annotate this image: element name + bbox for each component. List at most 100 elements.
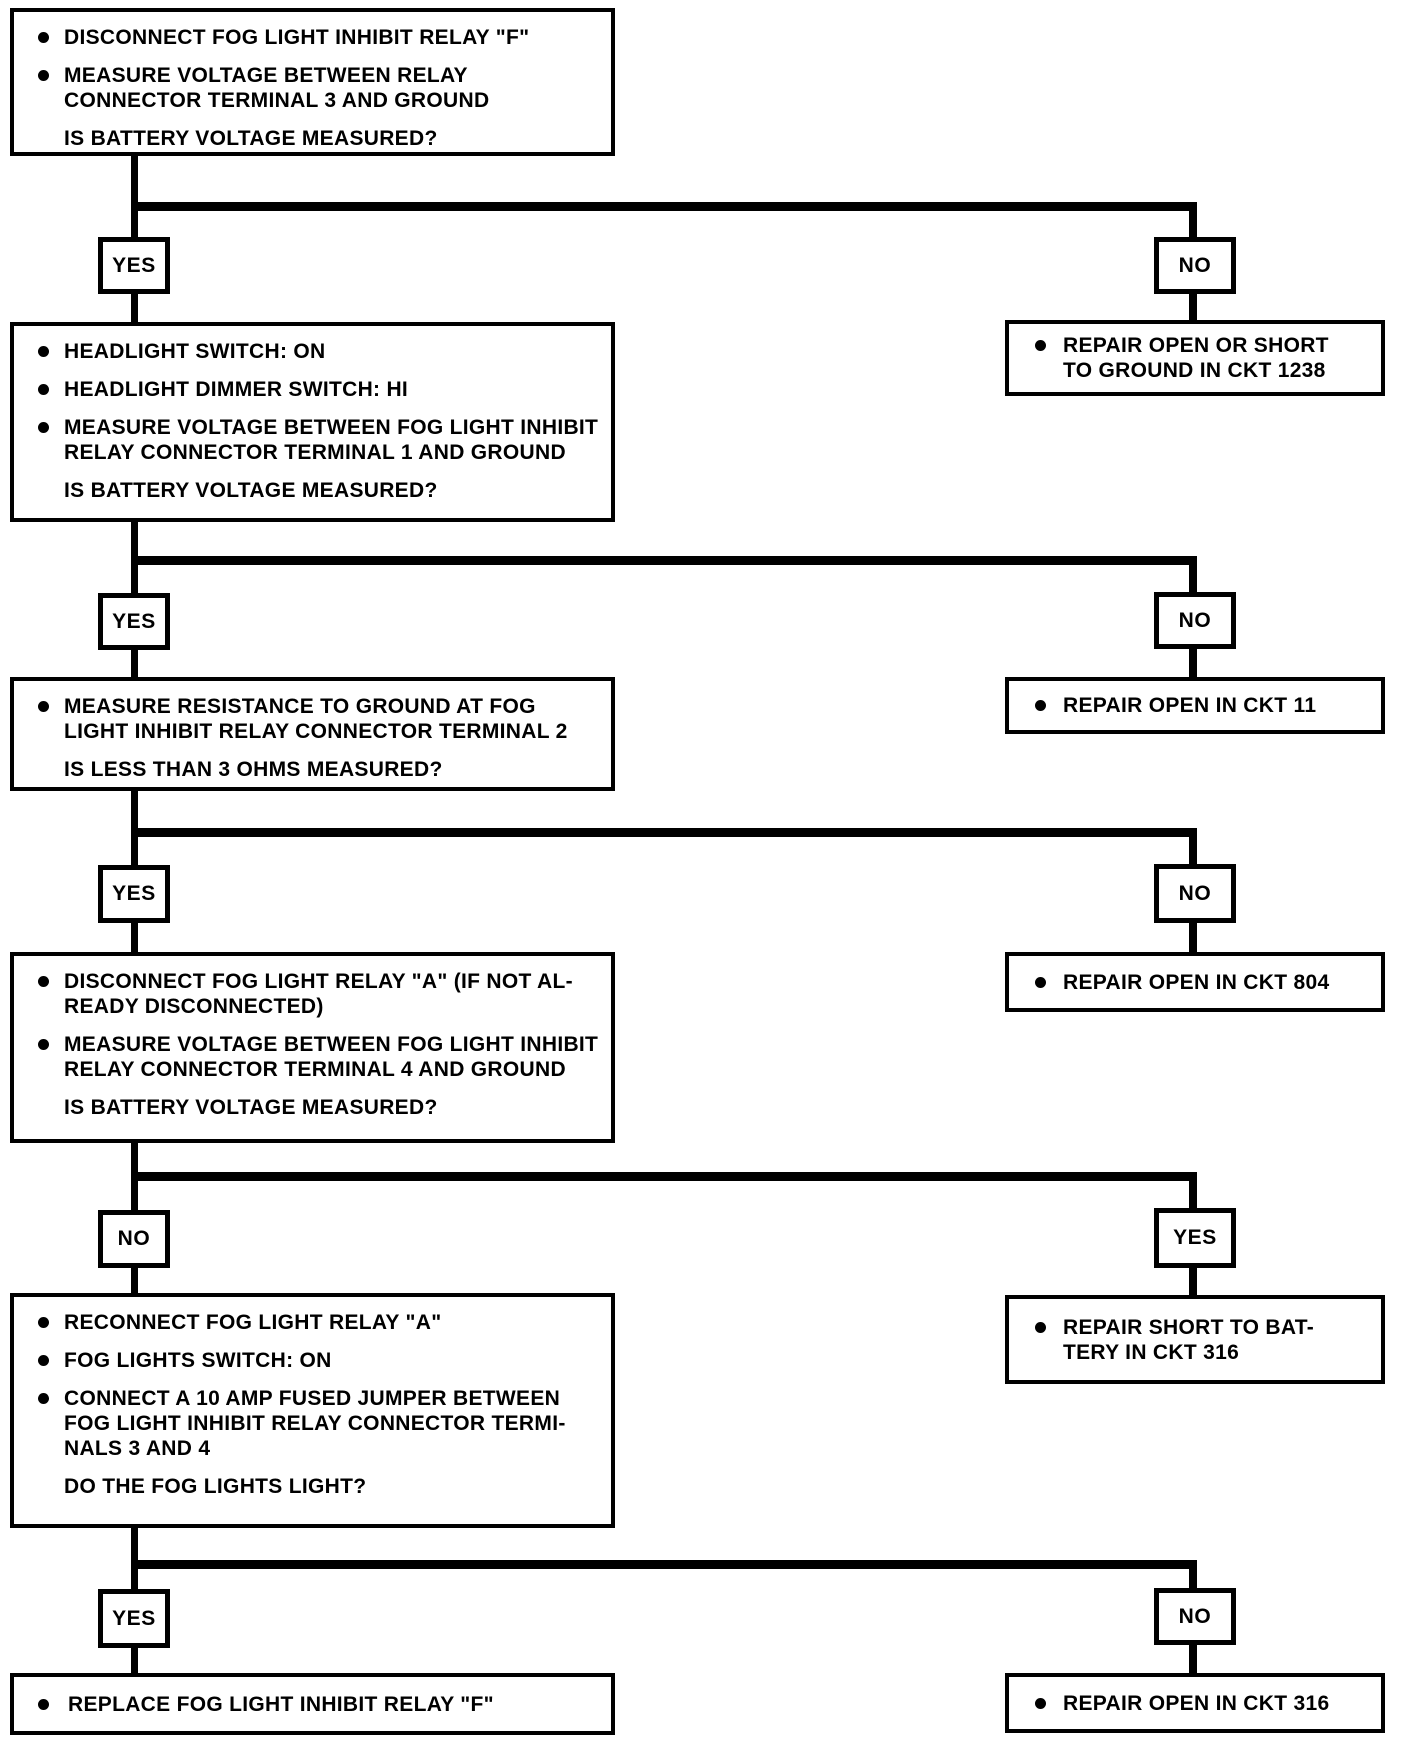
result-box-5: REPAIR OPEN IN CKT 316	[1005, 1673, 1385, 1733]
instruction-text: DISCONNECT FOG LIGHT RELAY "A" (IF NOT A…	[64, 970, 573, 1018]
bullet-icon	[38, 384, 49, 395]
step-question: IS LESS THAN 3 OHMS MEASURED?	[14, 757, 601, 782]
connector-line	[131, 648, 138, 679]
bullet-icon	[1035, 1697, 1046, 1709]
instruction-text: FOG LIGHTS SWITCH: ON	[64, 1349, 332, 1372]
step-instruction: RECONNECT FOG LIGHT RELAY "A"	[14, 1310, 601, 1335]
question-text: IS BATTERY VOLTAGE MEASURED?	[64, 1096, 438, 1119]
branch-label-row1-right: NO	[1154, 237, 1236, 294]
conclusion-text: REPLACE FOG LIGHT INHIBIT RELAY "F"	[68, 1692, 494, 1716]
step-instruction: FOG LIGHTS SWITCH: ON	[14, 1348, 601, 1373]
connector-line	[131, 1266, 138, 1295]
question-text: DO THE FOG LIGHTS LIGHT?	[64, 1475, 367, 1498]
connector-line	[131, 788, 138, 867]
bullet-icon	[38, 976, 49, 987]
connector-line	[131, 156, 138, 241]
connector-line	[1189, 556, 1197, 594]
result-text: REPAIR OPEN OR SHORT TO GROUND IN CKT 12…	[1063, 334, 1329, 382]
instruction-text: HEADLIGHT DIMMER SWITCH: HI	[64, 378, 409, 401]
step-instruction: DISCONNECT FOG LIGHT RELAY "A" (IF NOT A…	[14, 969, 601, 1019]
connector-line	[131, 1645, 138, 1675]
bullet-icon	[38, 701, 49, 712]
step-box-2: HEADLIGHT SWITCH: ON HEADLIGHT DIMMER SW…	[10, 322, 615, 522]
instruction-text: MEASURE VOLTAGE BETWEEN FOG LIGHT INHIBI…	[64, 416, 599, 464]
step-box-5: RECONNECT FOG LIGHT RELAY "A" FOG LIGHTS…	[10, 1293, 615, 1528]
branch-label-row2-right: NO	[1154, 592, 1236, 649]
connector-line	[131, 202, 1197, 211]
result-item: REPAIR OPEN IN CKT 316	[1009, 1691, 1381, 1716]
step-box-3: MEASURE RESISTANCE TO GROUND AT FOG LIGH…	[10, 677, 615, 791]
bullet-icon	[38, 1355, 49, 1366]
instruction-text: DISCONNECT FOG LIGHT INHIBIT RELAY "F"	[64, 26, 530, 49]
instruction-text: CONNECT A 10 AMP FUSED JUMPER BETWEEN FO…	[64, 1387, 566, 1460]
step-instruction: MEASURE VOLTAGE BETWEEN FOG LIGHT INHIBI…	[14, 415, 601, 465]
branch-label-row2-left: YES	[98, 593, 170, 650]
connector-line	[1189, 920, 1197, 954]
step-question: IS BATTERY VOLTAGE MEASURED?	[14, 478, 601, 503]
result-box-1: REPAIR OPEN OR SHORT TO GROUND IN CKT 12…	[1005, 320, 1385, 396]
instruction-text: MEASURE RESISTANCE TO GROUND AT FOG LIGH…	[64, 695, 568, 743]
step-question: IS BATTERY VOLTAGE MEASURED?	[14, 1095, 601, 1120]
bullet-icon	[1035, 700, 1046, 711]
bullet-icon	[38, 1039, 49, 1050]
result-text: REPAIR OPEN IN CKT 11	[1063, 694, 1317, 717]
connector-line	[1189, 828, 1197, 866]
branch-label-row5-left: YES	[98, 1589, 170, 1648]
result-text: REPAIR OPEN IN CKT 316	[1063, 1691, 1330, 1715]
bullet-icon	[38, 32, 49, 43]
result-item: REPAIR OPEN IN CKT 804	[1009, 970, 1381, 995]
conclusion-box: REPLACE FOG LIGHT INHIBIT RELAY "F"	[10, 1673, 615, 1735]
question-text: IS LESS THAN 3 OHMS MEASURED?	[64, 758, 443, 781]
connector-line	[131, 921, 138, 954]
step-instruction: CONNECT A 10 AMP FUSED JUMPER BETWEEN FO…	[14, 1386, 601, 1461]
instruction-text: MEASURE VOLTAGE BETWEEN FOG LIGHT INHIBI…	[64, 1033, 599, 1081]
connector-line	[131, 1526, 138, 1591]
connector-line	[131, 291, 138, 324]
bullet-icon	[1035, 340, 1046, 351]
result-text: REPAIR SHORT TO BAT- TERY IN CKT 316	[1063, 1315, 1315, 1364]
result-item: REPAIR OPEN IN CKT 11	[1009, 693, 1381, 718]
result-box-3: REPAIR OPEN IN CKT 804	[1005, 952, 1385, 1012]
branch-label-row3-right: NO	[1154, 864, 1236, 923]
question-text: IS BATTERY VOLTAGE MEASURED?	[64, 479, 438, 502]
branch-label-row5-right: NO	[1154, 1588, 1236, 1645]
result-box-4: REPAIR SHORT TO BAT- TERY IN CKT 316	[1005, 1295, 1385, 1384]
bullet-icon	[1035, 976, 1046, 988]
step-instruction: HEADLIGHT SWITCH: ON	[14, 339, 601, 364]
step-instruction: MEASURE VOLTAGE BETWEEN FOG LIGHT INHIBI…	[14, 1032, 601, 1082]
step-instruction: HEADLIGHT DIMMER SWITCH: HI	[14, 377, 601, 402]
step-instruction: DISCONNECT FOG LIGHT INHIBIT RELAY "F"	[14, 25, 601, 50]
connector-line	[131, 556, 1197, 565]
step-instruction: REPLACE FOG LIGHT INHIBIT RELAY "F"	[14, 1692, 611, 1717]
instruction-text: RECONNECT FOG LIGHT RELAY "A"	[64, 1311, 442, 1334]
connector-line	[131, 1560, 1197, 1569]
branch-label-row4-left: NO	[98, 1210, 170, 1268]
bullet-icon	[38, 1393, 49, 1404]
branch-label-row4-right: YES	[1154, 1208, 1236, 1268]
connector-line	[1189, 1643, 1197, 1675]
bullet-icon	[38, 1698, 49, 1710]
branch-label-row1-left: YES	[98, 237, 170, 294]
connector-line	[1189, 1264, 1197, 1297]
bullet-icon	[1035, 1321, 1046, 1333]
connector-line	[1189, 202, 1197, 241]
question-text: IS BATTERY VOLTAGE MEASURED?	[64, 127, 438, 150]
instruction-text: HEADLIGHT SWITCH: ON	[64, 340, 326, 363]
connector-line	[1189, 1560, 1197, 1590]
step-instruction: MEASURE VOLTAGE BETWEEN RELAY CONNECTOR …	[14, 63, 601, 113]
step-box-1: DISCONNECT FOG LIGHT INHIBIT RELAY "F" M…	[10, 8, 615, 156]
connector-line	[1189, 291, 1197, 322]
result-item: REPAIR OPEN OR SHORT TO GROUND IN CKT 12…	[1009, 333, 1381, 383]
result-text: REPAIR OPEN IN CKT 804	[1063, 970, 1330, 994]
connector-line	[1189, 1172, 1197, 1210]
connector-line	[131, 1172, 1197, 1181]
step-box-4: DISCONNECT FOG LIGHT RELAY "A" (IF NOT A…	[10, 952, 615, 1143]
bullet-icon	[38, 422, 49, 433]
instruction-text: MEASURE VOLTAGE BETWEEN RELAY CONNECTOR …	[64, 64, 490, 112]
bullet-icon	[38, 1317, 49, 1328]
step-instruction: MEASURE RESISTANCE TO GROUND AT FOG LIGH…	[14, 694, 601, 744]
connector-line	[1189, 646, 1197, 679]
step-question: IS BATTERY VOLTAGE MEASURED?	[14, 126, 601, 151]
connector-line	[131, 828, 1197, 837]
